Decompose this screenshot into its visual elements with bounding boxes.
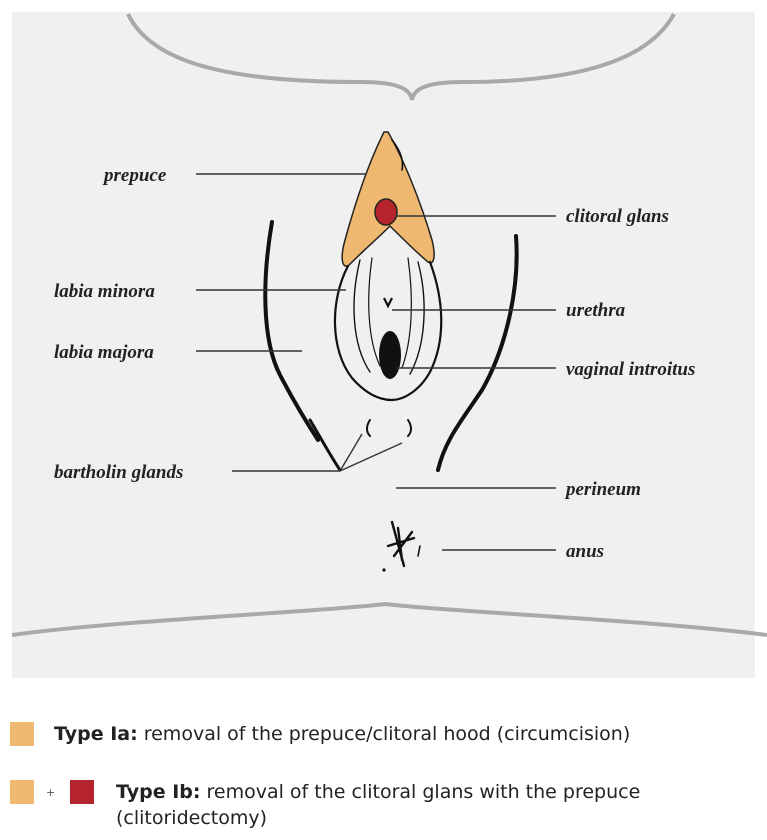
legend-text-type-ib: Type Ib: removal of the clitoral glans w… [116, 780, 640, 804]
label-clitoral-glans: clitoral glans [566, 206, 669, 227]
legend: Type Ia: removal of the prepuce/clitoral… [0, 690, 767, 840]
label-urethra: urethra [566, 300, 626, 321]
label-labia-minora: labia minora [54, 281, 155, 302]
plus-separator: + [46, 786, 55, 799]
diagram-svg: prepuce clitoral glans labia minora uret… [0, 0, 767, 680]
label-bartholin-glands: bartholin glands [54, 462, 183, 483]
label-anus: anus [566, 541, 604, 562]
legend-item-type-ia: Type Ia: removal of the prepuce/clitoral… [0, 720, 767, 750]
tan-swatch [10, 780, 34, 804]
label-labia-majora: labia majora [54, 342, 154, 363]
legend-text-type-ia: Type Ia: removal of the prepuce/clitoral… [54, 722, 630, 746]
legend-type-ia-label: Type Ia: [54, 723, 138, 745]
vaginal-introitus-shape [379, 331, 401, 379]
red-swatch [70, 780, 94, 804]
label-prepuce: prepuce [102, 165, 167, 186]
label-vaginal-introitus: vaginal introitus [566, 359, 695, 380]
tan-swatch [10, 722, 34, 746]
legend-type-ib-description: removal of the clitoral glans with the p… [200, 781, 640, 803]
anatomy-diagram: prepuce clitoral glans labia minora uret… [0, 0, 767, 680]
label-perineum: perineum [564, 479, 641, 500]
legend-item-type-ib: + Type Ib: removal of the clitoral glans… [0, 778, 767, 838]
legend-type-ib-continuation: (clitoridectomy) [116, 806, 267, 830]
anus-dot [382, 568, 385, 571]
clitoral-glans-shape [375, 199, 397, 225]
legend-type-ia-description: removal of the prepuce/clitoral hood (ci… [138, 723, 631, 745]
legend-type-ib-label: Type Ib: [116, 781, 200, 803]
